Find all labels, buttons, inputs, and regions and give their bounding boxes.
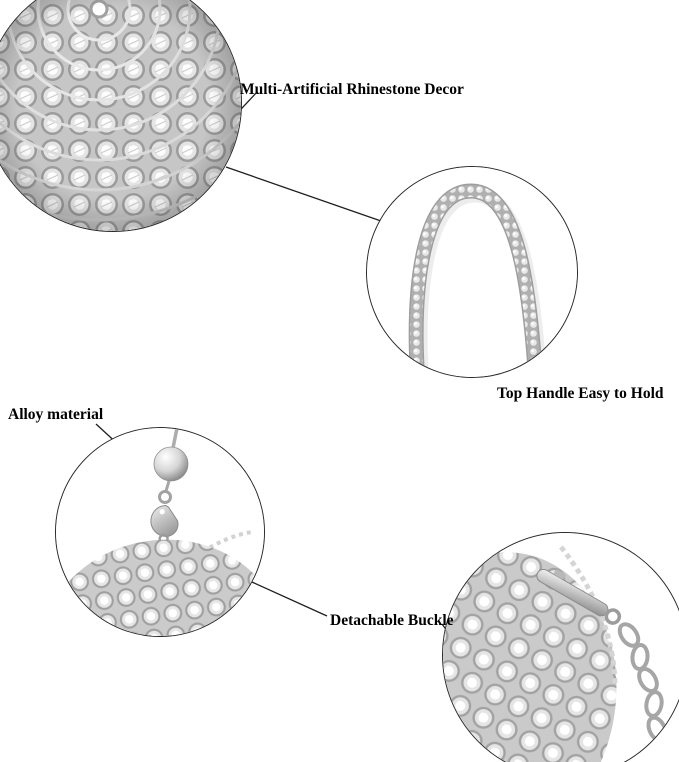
- hanger-pin: [171, 428, 179, 449]
- detachable-buckle-photo: [443, 533, 679, 762]
- feature-label-handle: Top Handle Easy to Hold: [497, 385, 664, 402]
- feature-label-alloy: Alloy material: [8, 406, 104, 423]
- rhinestone-decor-photo: [0, 0, 241, 231]
- crystal-strand: [194, 530, 253, 558]
- alloy-clasp-photo: [56, 428, 264, 636]
- rhinestone-fabric: [443, 552, 617, 762]
- detail-circle-handle: [366, 166, 578, 378]
- connector-line: [225, 166, 382, 222]
- feature-label-rhinestone: Multi-Artificial Rhinestone Decor: [240, 81, 464, 98]
- handle-attachment-right: [520, 365, 554, 377]
- rhinestone-dome: [56, 539, 264, 636]
- feature-label-buckle: Detachable Buckle: [330, 612, 454, 629]
- jump-ring: [158, 490, 172, 504]
- top-handle-photo: [367, 167, 577, 377]
- handle-arch-rhinestones: [410, 184, 541, 375]
- alloy-ball: [153, 446, 189, 482]
- spring-clasp-icon: [536, 568, 622, 625]
- detail-circle-buckle: [442, 532, 679, 762]
- ball-link: [164, 480, 171, 492]
- detail-circle-rhinestone: [0, 0, 242, 232]
- connector-line: [251, 581, 328, 617]
- detail-circle-alloy: [55, 427, 265, 637]
- lobster-clasp-icon: [150, 504, 179, 545]
- photo-vignette: [0, 0, 241, 231]
- fabric-edge-strand: [559, 545, 618, 684]
